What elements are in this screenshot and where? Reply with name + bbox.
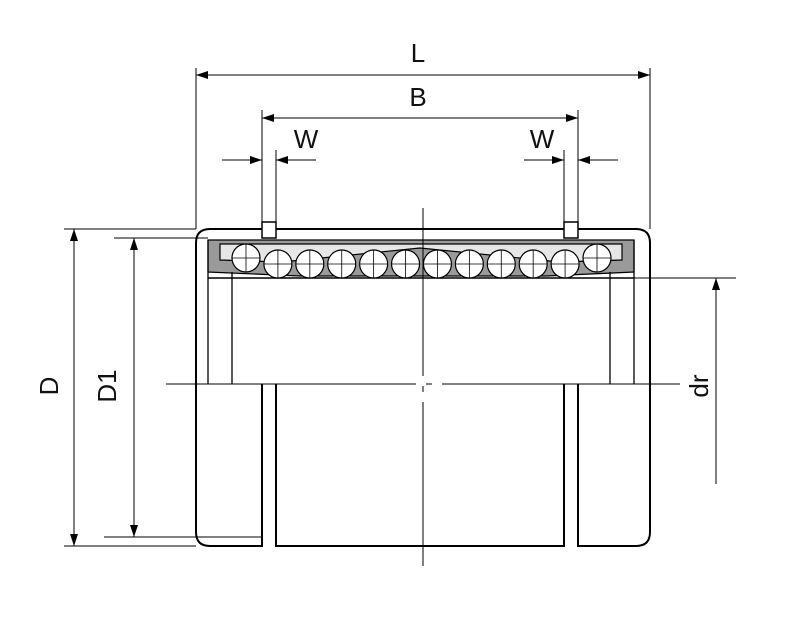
retaining-groove-left — [261, 221, 277, 239]
label-l: L — [411, 38, 425, 68]
ball-row — [231, 243, 612, 279]
lower-sleeve-right — [577, 384, 651, 547]
lower-sleeve-center — [275, 384, 565, 547]
label-w-right: W — [530, 124, 555, 154]
label-dr: dr — [684, 374, 714, 397]
retaining-groove-right — [563, 221, 579, 239]
label-d: D — [34, 377, 64, 396]
lower-sleeve-left — [195, 384, 263, 547]
label-b: B — [409, 82, 426, 112]
label-d1: D1 — [92, 369, 122, 402]
label-w-left: W — [294, 124, 319, 154]
